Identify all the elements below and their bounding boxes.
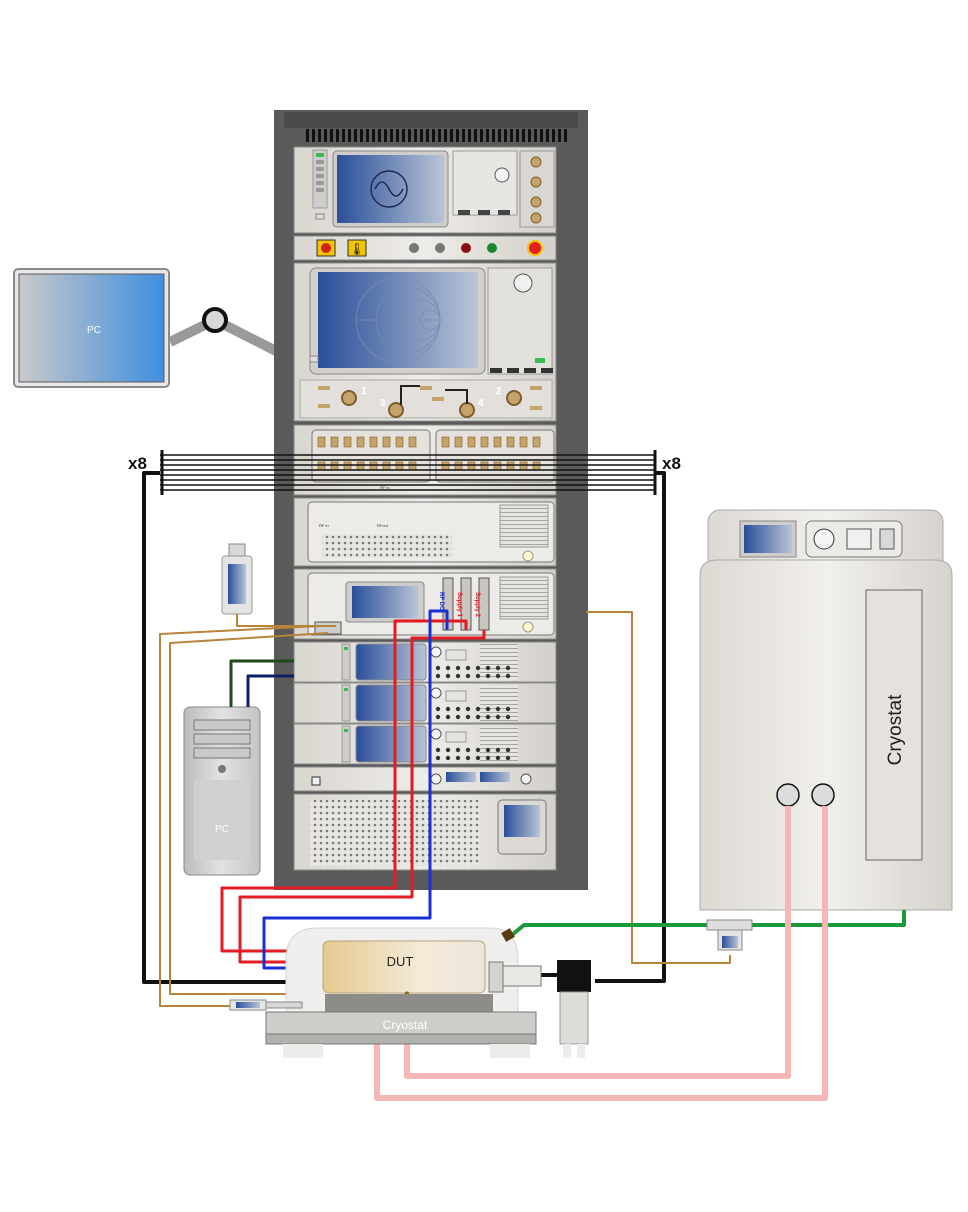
pressure-gauge xyxy=(706,919,753,951)
smith-chart-icon xyxy=(355,277,441,363)
rf-load xyxy=(557,960,591,1058)
vna-port-3 xyxy=(388,402,404,418)
vna-port-4-label: 4 xyxy=(478,398,484,409)
pc-tower-label: PC xyxy=(215,824,229,835)
pc-monitor-label: PC xyxy=(87,325,101,336)
vna-port-2-label: 2 xyxy=(496,386,502,397)
cable-harness xyxy=(142,471,906,1101)
dut-label: DUT xyxy=(387,954,414,969)
rf-unit: RF in RFout xyxy=(293,497,557,567)
cable-red-2 xyxy=(238,630,486,964)
power-supply: RF DC Supply 1 Supply 2 xyxy=(293,568,557,640)
control-module xyxy=(293,766,557,792)
switch-rf-in-label: RF in xyxy=(380,485,390,490)
rf-unit-rf-out-label: RFout xyxy=(377,523,389,528)
signal-generator xyxy=(293,146,557,234)
smu-module xyxy=(293,682,557,724)
cryostat-stage-label: Cryostat xyxy=(383,1018,428,1032)
rf-dc-label: RF DC xyxy=(438,592,444,611)
cable-navy xyxy=(246,674,294,707)
thermometer-warning-icon: 🌡 xyxy=(349,242,364,256)
multiplicity-left: x8 xyxy=(128,454,147,473)
chamber-port-right xyxy=(811,783,835,807)
rack-controller xyxy=(293,793,557,871)
vna-port-1 xyxy=(341,390,357,406)
power-panel: 🌡 xyxy=(293,235,557,261)
multi-cable-bus: x8 x8 xyxy=(128,450,681,495)
dut-stage: DUT Cryostat xyxy=(265,927,542,1058)
switch-ports-right xyxy=(441,436,541,471)
emergency-stop-icon xyxy=(321,243,331,253)
pc-tower: PC xyxy=(183,706,261,876)
rf-unit-rf-in-label: RF in xyxy=(319,523,329,528)
vna-port-2 xyxy=(506,390,522,406)
network-analyzer: 1 2 3 4 xyxy=(293,262,557,422)
multiplicity-right: x8 xyxy=(662,454,681,473)
cable-brown-right xyxy=(586,611,731,964)
cryostat-chamber-label: Cryostat xyxy=(885,694,906,765)
supply-2-label: Supply 2 xyxy=(474,592,480,618)
supply-1-label: Supply 1 xyxy=(456,592,462,618)
probe-sensor xyxy=(229,999,303,1011)
cable-pink-1 xyxy=(404,806,791,1079)
cable-darkgreen xyxy=(229,659,294,707)
chamber-port-left xyxy=(776,783,800,807)
sine-wave-icon xyxy=(370,170,408,208)
cable-pink-2 xyxy=(374,806,828,1101)
rack-vent-slots xyxy=(306,129,567,142)
cable-blue xyxy=(262,609,449,970)
smu-module xyxy=(293,723,557,765)
smu-module xyxy=(293,641,557,683)
temperature-sensor xyxy=(221,543,253,615)
switch-ports-left xyxy=(317,436,417,471)
pc-monitor: PC xyxy=(13,268,281,388)
cryostat-chamber: Cryostat xyxy=(699,509,953,911)
cable-green-2 xyxy=(752,910,906,927)
vna-port-1-label: 1 xyxy=(361,386,367,397)
cable-black-right xyxy=(595,471,666,983)
source-measure-units xyxy=(293,641,557,765)
cable-red-1 xyxy=(220,619,468,953)
cable-brown-1 xyxy=(159,625,321,1007)
cable-green xyxy=(510,923,707,937)
cable-black-left xyxy=(142,471,330,984)
vna-port-3-label: 3 xyxy=(380,398,386,409)
vna-port-4 xyxy=(459,402,475,418)
monitor-arm-joint xyxy=(202,307,228,333)
cable-brown-3 xyxy=(236,614,336,627)
